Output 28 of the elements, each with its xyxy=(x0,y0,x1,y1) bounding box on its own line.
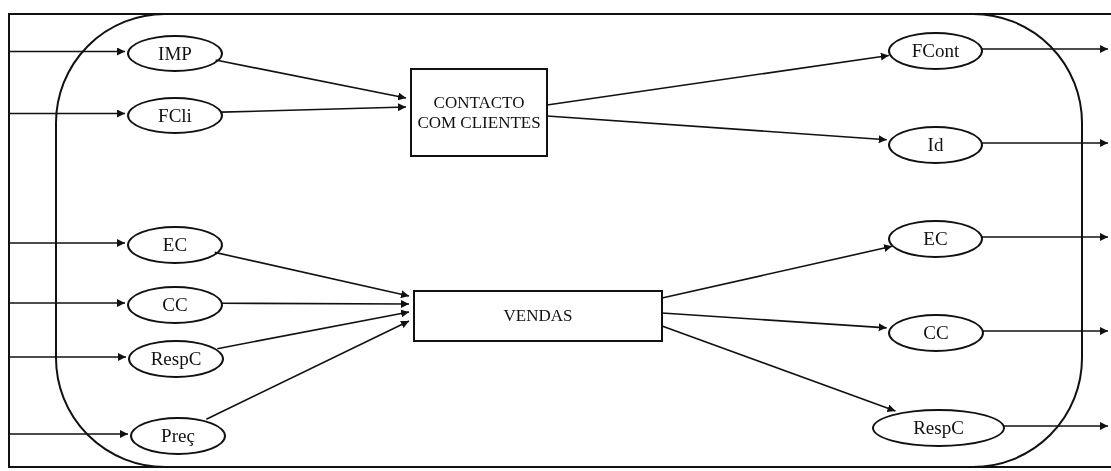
arrow xyxy=(214,59,407,101)
arrow xyxy=(9,430,129,438)
arrow xyxy=(9,47,126,56)
node-label: Preç xyxy=(161,425,195,447)
arrow xyxy=(9,353,127,361)
node-label: EC xyxy=(162,234,188,256)
node-label: RespC xyxy=(150,348,202,370)
rounded-boundary xyxy=(55,13,1083,468)
node-label: FCont xyxy=(911,40,960,62)
arrow xyxy=(9,109,126,118)
process-box xyxy=(413,290,663,342)
node-label: FCli xyxy=(158,104,192,127)
node-label: EC xyxy=(923,228,948,250)
arrow xyxy=(216,309,410,350)
arrow xyxy=(213,251,410,299)
node-label: RespC xyxy=(913,417,964,439)
data-ellipse xyxy=(888,220,983,258)
data-ellipse xyxy=(127,226,223,264)
node-label: IMP xyxy=(158,42,192,65)
node-label: CC xyxy=(923,322,949,344)
arrow xyxy=(9,299,126,307)
data-ellipse xyxy=(128,340,224,378)
node-label: VENDAS xyxy=(503,306,573,326)
arrow xyxy=(9,239,126,247)
node-label: CONTACTO COM CLIENTES xyxy=(416,92,542,133)
process-box xyxy=(410,68,548,157)
node-label: Id xyxy=(927,134,944,156)
node-label: CC xyxy=(162,294,188,316)
